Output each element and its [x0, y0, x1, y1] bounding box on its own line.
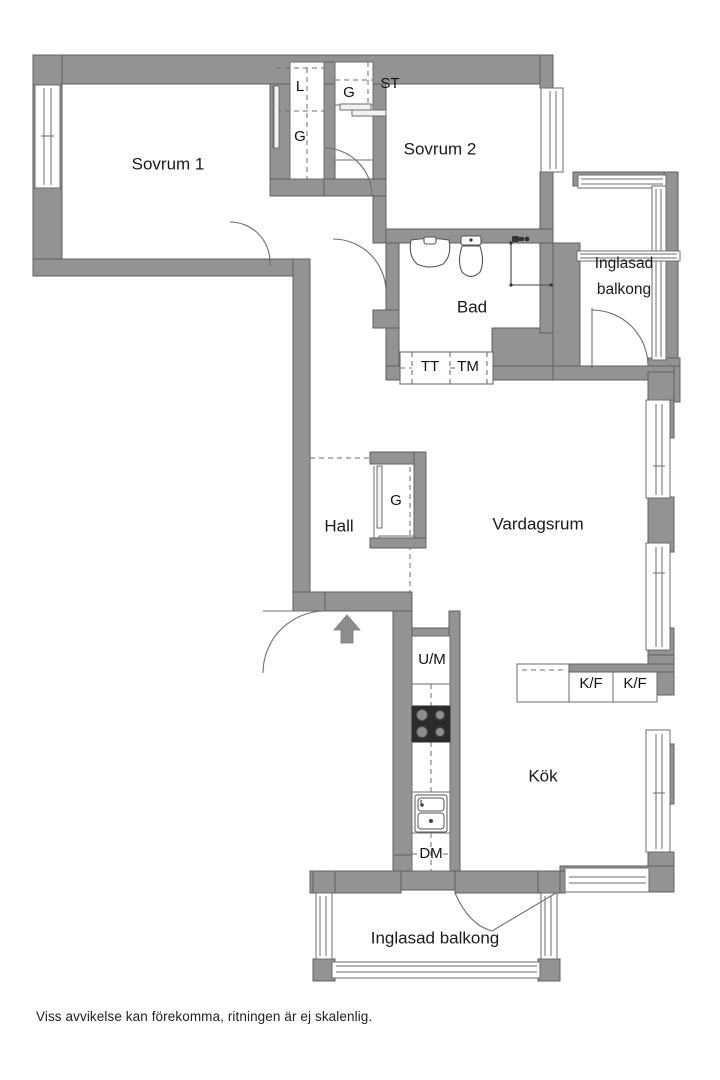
door-bad-swing — [332, 238, 387, 293]
code-label-washer-tm: TM — [457, 358, 479, 375]
wall-balk-s-se-corner — [537, 958, 561, 982]
window-bad-east — [576, 250, 681, 262]
code-label-closet-g-sovrum2: G — [343, 84, 355, 101]
toilet-icon — [458, 235, 484, 278]
bathroom-fixtures — [399, 235, 553, 385]
wall-sovrum2-west-upper — [372, 83, 387, 180]
room-label-balkong-oster-line2: balkong — [597, 281, 651, 298]
wall-kitchen-west — [392, 610, 413, 872]
code-label-fridge-kf-2: K/F — [623, 675, 646, 692]
wall-closet-south — [269, 178, 325, 197]
window-kok-east — [645, 729, 671, 853]
wall-bad-west-step — [372, 309, 400, 329]
code-label-oven-um: U/M — [418, 651, 446, 668]
closet-g-hall-walls — [369, 451, 427, 549]
room-label-sovrum2: Sovrum 2 — [404, 139, 477, 158]
window-sovrum1-west — [34, 84, 61, 189]
wall-closet-divider-top — [323, 61, 336, 85]
entrance-arrow-icon — [333, 614, 361, 644]
doors-group — [229, 147, 649, 932]
fridge-run-wall-lip — [568, 663, 675, 673]
bathroom-sink-icon — [409, 236, 451, 268]
room-label-hall: Hall — [324, 516, 353, 535]
wall-kitchen-east — [448, 610, 461, 872]
code-label-dryer-tt: TT — [421, 358, 439, 375]
kitchen-fixtures — [411, 635, 675, 872]
wall-vardags-ne — [647, 371, 675, 401]
room-label-vardagsrum: Vardagsrum — [492, 514, 583, 533]
window-sovrum2-east — [540, 87, 564, 173]
wall-east-thick-bad — [552, 242, 581, 381]
plan-caption: Viss avvikelse kan förekomma, ritningen … — [36, 1009, 373, 1024]
door-sovrum1-swing — [229, 221, 271, 263]
shower-mixer-icon — [512, 236, 530, 242]
wall-south-sovrum1 — [32, 258, 311, 277]
closet-st-g — [334, 61, 387, 161]
window-kok-south — [564, 867, 650, 893]
code-label-closet-g-sovrum1: G — [294, 128, 306, 145]
door-entrance-swing — [262, 610, 326, 674]
wall-hall-south-stub — [292, 591, 326, 612]
laundry-units — [399, 351, 494, 385]
kitchen-sink-icon — [414, 794, 448, 833]
wall-balk-s-ne2 — [537, 870, 561, 894]
room-label-balkong-soder: Inglasad balkong — [371, 928, 500, 947]
wall-balk-s-nw2 — [312, 870, 336, 894]
closet-l-g — [272, 61, 325, 180]
shower-area-icon — [509, 241, 553, 287]
wall-sovrum2-sill — [323, 178, 387, 197]
wall-kitchen-north — [324, 591, 413, 612]
window-balkong-soder-west — [315, 892, 333, 960]
window-vardagsrum-east-1 — [645, 399, 671, 499]
code-label-closet-l: L — [296, 78, 304, 95]
window-vardagsrum-east-2 — [645, 542, 671, 651]
window-balkong-soder-south — [331, 961, 541, 979]
window-balkong-oster-north — [577, 174, 667, 189]
wall-hall-west — [292, 258, 311, 612]
wall-kitchen-south — [392, 870, 461, 891]
code-label-dishwasher-dm: DM — [419, 845, 442, 862]
room-label-balkong-oster-line1: Inglasad — [595, 255, 654, 272]
wall-bad-east — [539, 242, 554, 334]
wall-sovrum2-east-upper — [539, 54, 554, 89]
door-sovrum2-swing — [323, 147, 373, 197]
door-balkong-oster-swing — [591, 309, 649, 367]
code-label-storage-st: ST — [380, 75, 399, 92]
cooktop-icon — [411, 705, 451, 743]
windows-group — [34, 84, 681, 979]
room-labels: Sovrum 1 Sovrum 2 Bad Hall Vardagsrum Kö… — [132, 139, 654, 947]
code-label-fridge-kf-1: K/F — [579, 675, 602, 692]
code-label-closet-g-hall: G — [390, 492, 402, 509]
room-label-sovrum1: Sovrum 1 — [132, 154, 205, 173]
wall-seg-w1 — [32, 54, 63, 86]
door-balkong-soder-swing — [454, 892, 493, 932]
room-label-kok: Kök — [528, 766, 558, 785]
room-label-bad: Bad — [457, 297, 487, 316]
fixture-code-labels: L G G ST TT TM G U/M DM K/F K/F — [294, 75, 647, 862]
wall-closet-divider — [323, 83, 336, 180]
window-balkong-soder-east — [540, 892, 558, 960]
fixtures-group — [272, 61, 422, 592]
wall-kitchen-southwest — [392, 854, 413, 872]
window-balkong-oster-east — [651, 185, 667, 361]
